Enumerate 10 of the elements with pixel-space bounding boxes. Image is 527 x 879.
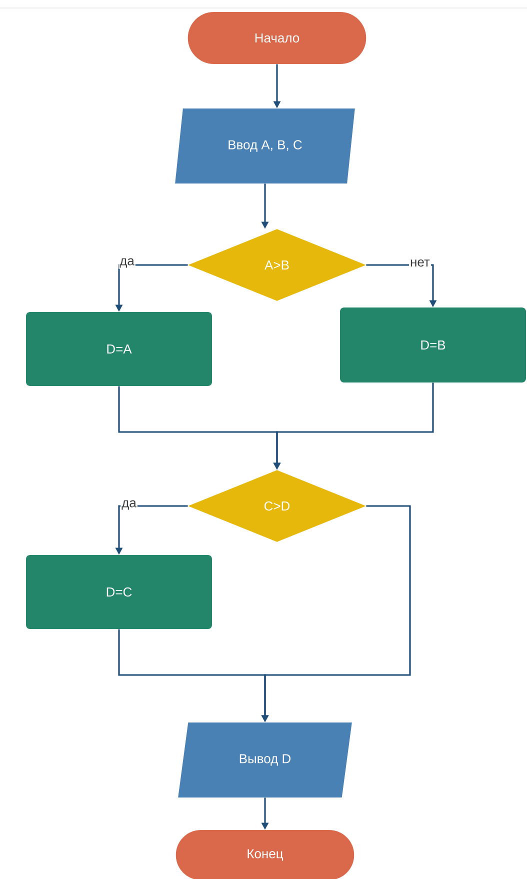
process-box: D=A	[26, 312, 212, 386]
io-parallelogram: Вывод D	[178, 722, 352, 798]
edge-label: нет	[409, 258, 431, 268]
edge-label: да	[118, 257, 136, 269]
edge-label: да	[120, 499, 138, 511]
process-box: D=C	[26, 555, 212, 629]
terminal-box: Конец	[176, 830, 354, 879]
process-box: D=B	[340, 308, 526, 382]
io-parallelogram: Ввод A, B, C	[175, 108, 355, 184]
terminal-box: Начало	[188, 12, 366, 64]
